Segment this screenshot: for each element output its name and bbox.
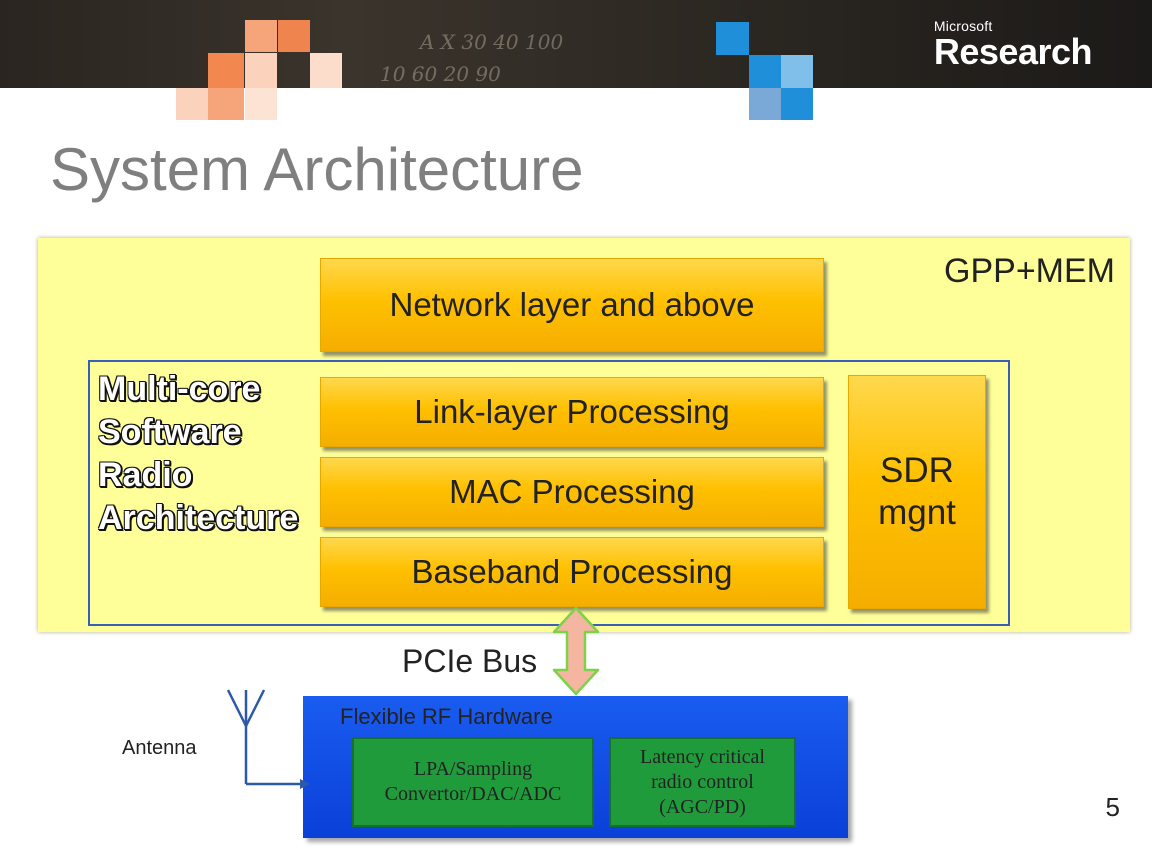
banner-scribble: 10 60 20 90 (380, 62, 501, 86)
pcie-bus-label: PCIe Bus (402, 643, 538, 679)
mac-processing-box: MAC Processing (320, 457, 824, 527)
antenna-label: Antenna (122, 737, 197, 759)
microsoft-research-logo: Microsoft Research (933, 18, 1093, 73)
network-layer-label: Network layer and above (389, 286, 755, 323)
bidirectional-arrow-icon (552, 606, 600, 696)
multicore-architecture-box (88, 360, 1010, 626)
sdr-label-line: SDR (880, 451, 954, 490)
link-layer-label: Link-layer Processing (414, 393, 730, 430)
logo-microsoft-text: Microsoft (933, 18, 993, 34)
network-layer-box: Network layer and above (320, 258, 824, 352)
latency-control-box: Latency critical radio control (AGC/PD) (609, 737, 796, 827)
lpa-label-line: LPA/Sampling (413, 758, 533, 780)
page-number: 5 (1105, 792, 1120, 822)
multicore-label-line: Multi-core (98, 370, 261, 408)
latency-label-line: radio control (651, 770, 754, 793)
sdr-label-line: mgnt (878, 493, 956, 532)
multicore-label-line: Software (98, 413, 242, 451)
link-layer-box: Link-layer Processing (320, 377, 824, 447)
lpa-label-line: Convertor/DAC/ADC (384, 783, 562, 805)
multicore-label-line: Architecture (98, 499, 299, 537)
baseband-processing-label: Baseband Processing (411, 553, 733, 590)
lpa-sampling-box: LPA/Sampling Convertor/DAC/ADC (352, 737, 594, 827)
banner-scribble: A X 30 40 100 (420, 30, 564, 54)
rf-hardware-label: Flexible RF Hardware (340, 704, 553, 729)
sdr-management-box: SDR mgnt (848, 375, 986, 609)
header-banner: A X 30 40 100 10 60 20 90 (0, 0, 1152, 88)
mac-processing-label: MAC Processing (449, 473, 695, 510)
baseband-processing-box: Baseband Processing (320, 537, 824, 607)
latency-label-line: (AGC/PD) (659, 795, 746, 818)
antenna-icon (226, 689, 310, 789)
slide-title: System Architecture (50, 136, 584, 203)
multicore-label-line: Radio (98, 456, 193, 494)
multicore-architecture-label: Multi-core Software Radio Architecture (98, 368, 298, 540)
logo-research-text: Research (933, 31, 1093, 72)
latency-label-line: Latency critical (640, 745, 765, 768)
gpp-mem-label: GPP+MEM (944, 252, 1115, 290)
